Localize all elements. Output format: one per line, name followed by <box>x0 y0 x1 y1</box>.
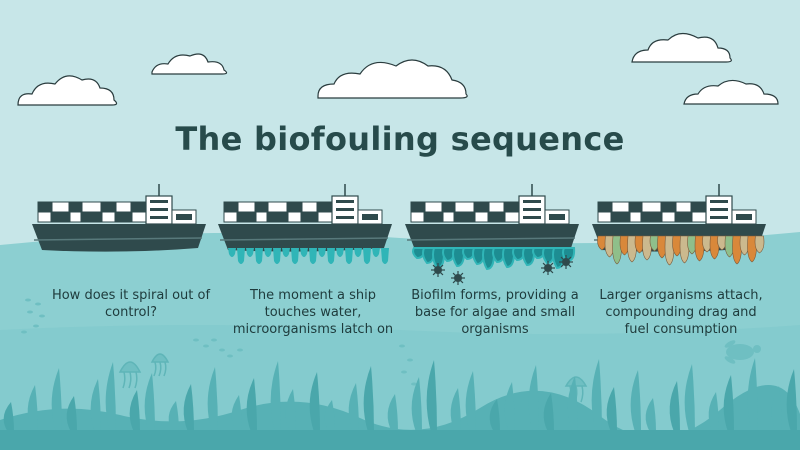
seaweed-icon <box>426 360 437 432</box>
microorganism-drip <box>372 248 380 257</box>
seaweed-icon <box>324 400 335 432</box>
microorganism-drip <box>345 248 353 264</box>
seaweed-icon <box>51 368 62 432</box>
seaweed-icon <box>747 358 758 432</box>
cloud-icon <box>151 53 228 75</box>
seaweed-icon <box>270 361 281 432</box>
seaweed-icon <box>105 362 116 432</box>
turtle-icon <box>724 340 761 364</box>
seabed <box>0 358 800 450</box>
microorganism-drip <box>354 248 362 257</box>
microorganism-drip <box>381 248 389 264</box>
jellyfish-icon <box>118 361 142 389</box>
seaweed-icon <box>450 388 461 432</box>
seaweed-icon <box>465 371 476 432</box>
seaweed-icon <box>90 379 101 432</box>
stage-1-caption: How does it spiral out of control? <box>51 288 211 320</box>
seaweed-icon <box>231 395 242 432</box>
seaweed-icon <box>309 372 320 432</box>
microorganism-drip <box>336 248 344 257</box>
seaweed-icon <box>387 394 398 432</box>
seaweed-icon <box>669 381 680 432</box>
bacteria-icon <box>559 255 573 269</box>
seaweed-icon <box>363 366 374 432</box>
seaweed-icon <box>591 359 602 432</box>
fouling-layer <box>228 235 765 285</box>
fish-school-icon <box>399 344 417 386</box>
seaweed-icon <box>348 383 359 432</box>
seaweed-icon <box>786 369 797 432</box>
cloud-icon <box>17 75 118 106</box>
seaweed-icon <box>246 378 257 432</box>
seaweed-icon <box>567 376 578 432</box>
microorganism-drip <box>363 248 371 264</box>
bacteria-icon <box>431 263 445 277</box>
stage-3-caption: Biofilm forms, providing a base for alga… <box>411 288 579 337</box>
seafloor-base <box>0 430 800 450</box>
seaweed-icon <box>207 367 218 432</box>
microorganism-drip <box>309 248 317 264</box>
seaweed-icon <box>66 396 77 432</box>
seaweed-icon <box>183 384 194 432</box>
microorganism-drip <box>264 248 272 257</box>
stage-2-caption: The moment a ship touches water, microor… <box>232 288 394 337</box>
microorganism-drip <box>228 248 236 257</box>
seaweed-icon <box>27 385 38 432</box>
seaweed-icon <box>543 393 554 432</box>
microorganism-drip <box>237 248 245 264</box>
stage-4-caption: Larger organisms attach, compounding dra… <box>599 288 763 337</box>
seaweed-icon <box>684 364 695 432</box>
container-ship-icon <box>405 184 579 252</box>
cloud-icon <box>631 32 732 63</box>
seaweed-icon <box>771 386 782 432</box>
cloud-icon <box>683 79 779 105</box>
seaweed-icon <box>606 387 617 432</box>
seaweed-icon <box>723 375 734 432</box>
barnacle-cluster <box>754 235 765 254</box>
microorganism-drip <box>255 248 263 264</box>
seaweed-icon <box>144 373 155 432</box>
seaweed-icon <box>285 389 296 432</box>
cloud-icon <box>317 59 468 99</box>
microorganism-drip <box>273 248 281 264</box>
bacteria-icon <box>451 271 465 285</box>
bacteria-icon <box>541 261 555 275</box>
microorganism-drip <box>318 248 326 257</box>
seaweed-icon <box>708 392 719 432</box>
seaweed-icon <box>504 382 515 432</box>
seaweed-icon <box>630 370 641 432</box>
seaweed-icon <box>168 401 179 432</box>
seaweed-icon <box>129 390 140 432</box>
container-ship-icon <box>218 184 392 252</box>
fish-school-icon <box>21 298 45 334</box>
page-title: The biofouling sequence <box>175 120 625 158</box>
microorganism-drip <box>291 248 299 264</box>
seaweed-icon <box>3 402 14 432</box>
seaweed-icon <box>528 365 539 432</box>
seaweed-icon <box>645 398 656 432</box>
seaweed-icon <box>411 377 422 432</box>
microorganism-drip <box>300 248 308 257</box>
seaweed-icon <box>489 399 500 432</box>
container-ship-icon <box>32 184 206 252</box>
microorganism-drip <box>282 248 290 257</box>
microorganism-drip <box>327 248 335 264</box>
fish-school-icon <box>193 338 243 358</box>
jellyfish-icon <box>150 353 170 377</box>
microorganism-drip <box>246 248 254 257</box>
